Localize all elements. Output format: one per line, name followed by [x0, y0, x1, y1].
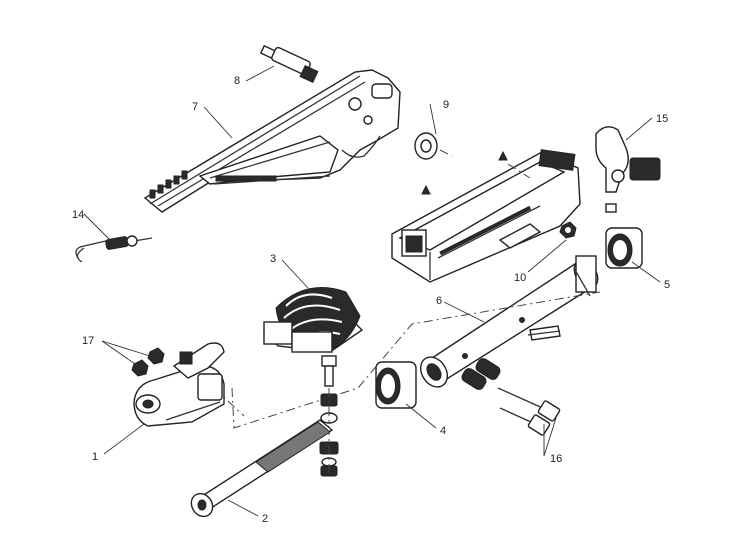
callout-17: 17 — [82, 335, 94, 347]
leader-17b — [101, 340, 139, 367]
leader-9 — [429, 103, 437, 135]
callout-2: 2 — [262, 513, 268, 525]
part-2-damper — [190, 419, 334, 518]
part-16-bolts — [461, 358, 561, 436]
part-chassis-bracket — [391, 149, 581, 283]
leader-2 — [227, 499, 259, 517]
callout-4: 4 — [440, 425, 446, 437]
leader-1 — [103, 423, 145, 455]
part-15-coupling-lock — [595, 126, 661, 213]
alignment-line — [231, 291, 601, 429]
callout-8: 8 — [234, 75, 240, 87]
leader-16b — [543, 417, 557, 457]
leader-17a — [101, 340, 151, 357]
part-4-bushing — [375, 361, 417, 409]
leader-7 — [203, 106, 233, 139]
part-5-bushing — [605, 227, 643, 269]
part-9-washer — [414, 132, 453, 160]
part-1-coupling-head — [133, 342, 225, 427]
callout-15: 15 — [656, 113, 668, 125]
bracket-bolts — [421, 150, 531, 195]
callout-6: 6 — [436, 295, 442, 307]
callout-16: 16 — [550, 453, 562, 465]
leader-4 — [405, 403, 437, 429]
part-14-breakaway-cable — [75, 235, 153, 263]
callout-5: 5 — [664, 279, 670, 291]
part-7-brake-lever — [143, 69, 401, 213]
leader-15 — [625, 117, 653, 141]
callout-10: 10 — [514, 272, 526, 284]
callout-3: 3 — [270, 253, 276, 265]
callout-14: 14 — [72, 209, 84, 221]
leader-10 — [527, 239, 567, 273]
part-17-nuts — [131, 347, 165, 377]
part-bolt-stack — [319, 355, 339, 477]
leader-14 — [83, 213, 111, 241]
callout-1: 1 — [92, 451, 98, 463]
part-10-nut — [559, 221, 577, 239]
leader-6 — [443, 301, 485, 323]
callout-7: 7 — [192, 101, 198, 113]
part-8-pin — [259, 44, 319, 84]
callout-9: 9 — [443, 99, 449, 111]
part-3-bellows — [262, 287, 364, 353]
part-6-drawbar-tube — [419, 255, 599, 388]
leader-8 — [245, 65, 275, 82]
leader-3 — [281, 259, 309, 289]
leader-5 — [631, 261, 661, 283]
